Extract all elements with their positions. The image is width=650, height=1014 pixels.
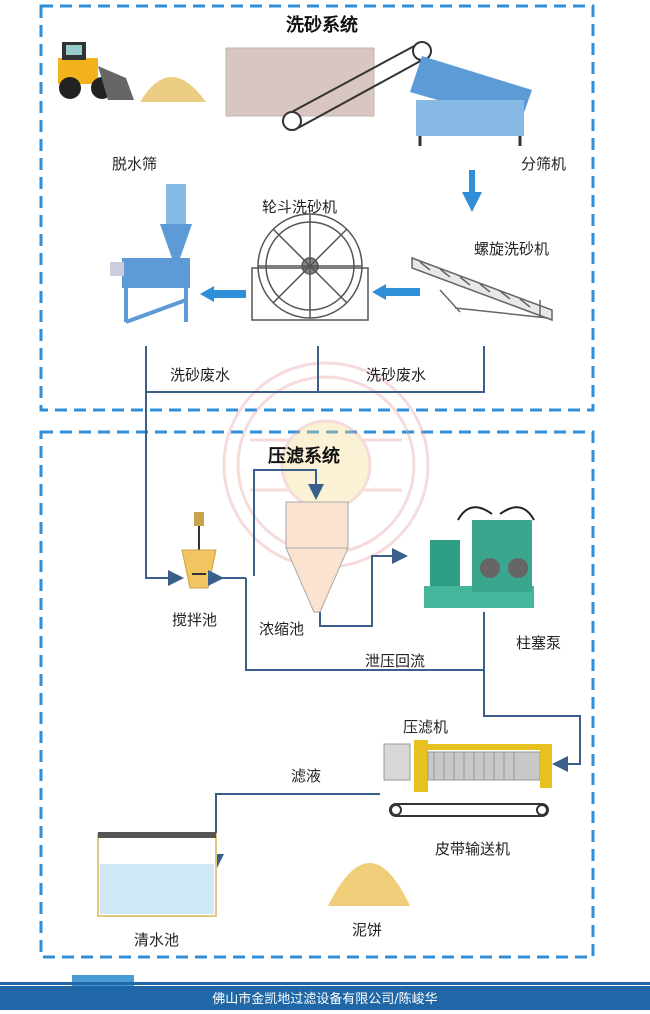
filter-press-border (39, 430, 595, 959)
wheel-loader-icon (58, 42, 134, 100)
label-clear-water-tank: 清水池 (134, 931, 180, 949)
left-arrow-icon-2 (372, 284, 420, 300)
label-pressure-return: 泄压回流 (365, 652, 426, 670)
filter-press-title: 压滤系统 (268, 446, 340, 467)
bucket-washer-icon (251, 213, 369, 321)
hopper-icon (225, 47, 375, 117)
label-waste-water-2: 洗砂废水 (366, 366, 427, 384)
spiral-washer-icon (411, 256, 553, 322)
label-filtrate: 滤液 (291, 767, 322, 785)
waste-water-lines (145, 346, 485, 586)
label-filter-press: 压滤机 (403, 718, 449, 736)
footer-text: 佛山市金凯地过滤设备有限公司/陈峻华 (212, 992, 438, 1007)
thickener-icon (285, 501, 349, 613)
footer-line (0, 982, 650, 985)
label-mud-cake: 泥饼 (352, 921, 383, 939)
label-classifier: 分筛机 (521, 155, 567, 173)
sand-washing-border (39, 4, 595, 412)
label-mixing-tank: 搅拌池 (172, 611, 218, 629)
filter-flow-lines (208, 469, 581, 870)
filter-press-icon (383, 740, 552, 792)
down-arrow-icon (462, 170, 482, 212)
label-thickener: 浓缩池 (259, 620, 305, 638)
belt-conveyor-bottom-icon (389, 803, 549, 817)
label-plunger-pump: 柱塞泵 (516, 634, 562, 652)
dewatering-screen-icon (110, 184, 192, 324)
label-belt-conveyor: 皮带输送机 (435, 840, 511, 858)
label-spiral-washer: 螺旋洗砂机 (474, 240, 550, 258)
clear-water-tank-icon (97, 832, 217, 917)
sand-pile-icon (140, 77, 206, 102)
label-waste-water-1: 洗砂废水 (170, 366, 231, 384)
mixing-tank-icon (181, 512, 217, 589)
plunger-pump-icon (424, 506, 535, 608)
label-dewatering-screen: 脱水筛 (112, 155, 158, 173)
mud-cake-icon (328, 863, 410, 906)
classifier-icon (410, 56, 532, 146)
belt-conveyor-top-icon (282, 41, 432, 131)
label-bucket-washer: 轮斗洗砂机 (262, 198, 338, 216)
sand-washing-title: 洗砂系统 (286, 15, 358, 36)
watermark-seal (222, 361, 430, 569)
footer-bar (0, 986, 650, 1010)
left-arrow-icon-1 (200, 286, 246, 302)
